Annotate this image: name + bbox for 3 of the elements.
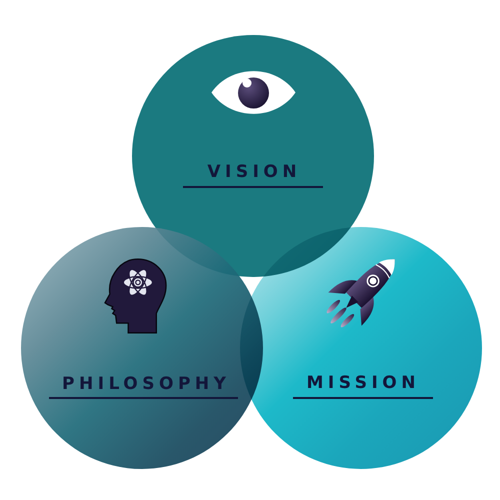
circle-title: VISION [206,162,302,182]
circle-title: MISSION [306,373,420,393]
circle-title: PHILOSOPHY [61,374,230,394]
